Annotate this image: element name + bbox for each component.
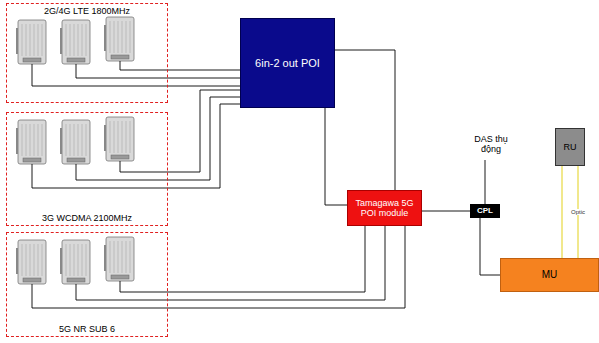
node-label: 6in-2 out POI — [255, 57, 320, 70]
unit-cable — [120, 161, 168, 172]
unit-cable — [32, 164, 168, 188]
unit-cable — [32, 64, 168, 86]
radio-unit — [104, 117, 134, 161]
connector — [422, 211, 470, 212]
unit-cable — [120, 61, 168, 70]
band-group: 3G WCDMA 2100MHz — [6, 112, 168, 226]
node-label: MU — [542, 269, 558, 281]
connector — [168, 226, 405, 308]
radio-unit — [60, 240, 90, 284]
unit-cable — [32, 284, 168, 308]
node-label: 2G/4G LTE 1800MHz — [44, 6, 130, 16]
band-group: 2G/4G LTE 1800MHz — [6, 3, 168, 103]
radio-unit — [16, 240, 46, 284]
connector — [168, 90, 240, 188]
das-label-node: DAS thụ động — [462, 128, 520, 160]
radio-unit — [60, 20, 90, 64]
unit-cable — [120, 281, 168, 292]
poi-module-box: Tamagawa 5G POI module — [347, 190, 422, 226]
radio-unit — [16, 20, 46, 64]
ru-box: RU — [555, 128, 585, 166]
coupler-box: CPL — [470, 204, 500, 218]
radio-unit — [104, 17, 134, 61]
node-label: DAS thụ động — [465, 134, 517, 155]
node-label: 5G NR SUB 6 — [59, 324, 115, 334]
poi-box: 6in-2 out POI — [240, 18, 335, 108]
connector — [485, 160, 486, 204]
band-group: 5G NR SUB 6 — [6, 232, 168, 337]
node-label: 3G WCDMA 2100MHz — [42, 213, 132, 223]
unit-cable — [76, 64, 168, 78]
mu-box: MU — [500, 258, 599, 292]
node-label: RU — [564, 142, 577, 152]
connector — [480, 218, 500, 275]
node-label: CPL — [477, 206, 493, 215]
radio-unit — [104, 237, 134, 281]
radio-unit — [60, 120, 90, 164]
connector — [325, 50, 395, 205]
edge-label: Optic — [570, 209, 586, 216]
connector — [168, 70, 240, 86]
radio-unit — [16, 120, 46, 164]
node-label: Tamagawa 5G POI module — [351, 198, 418, 219]
